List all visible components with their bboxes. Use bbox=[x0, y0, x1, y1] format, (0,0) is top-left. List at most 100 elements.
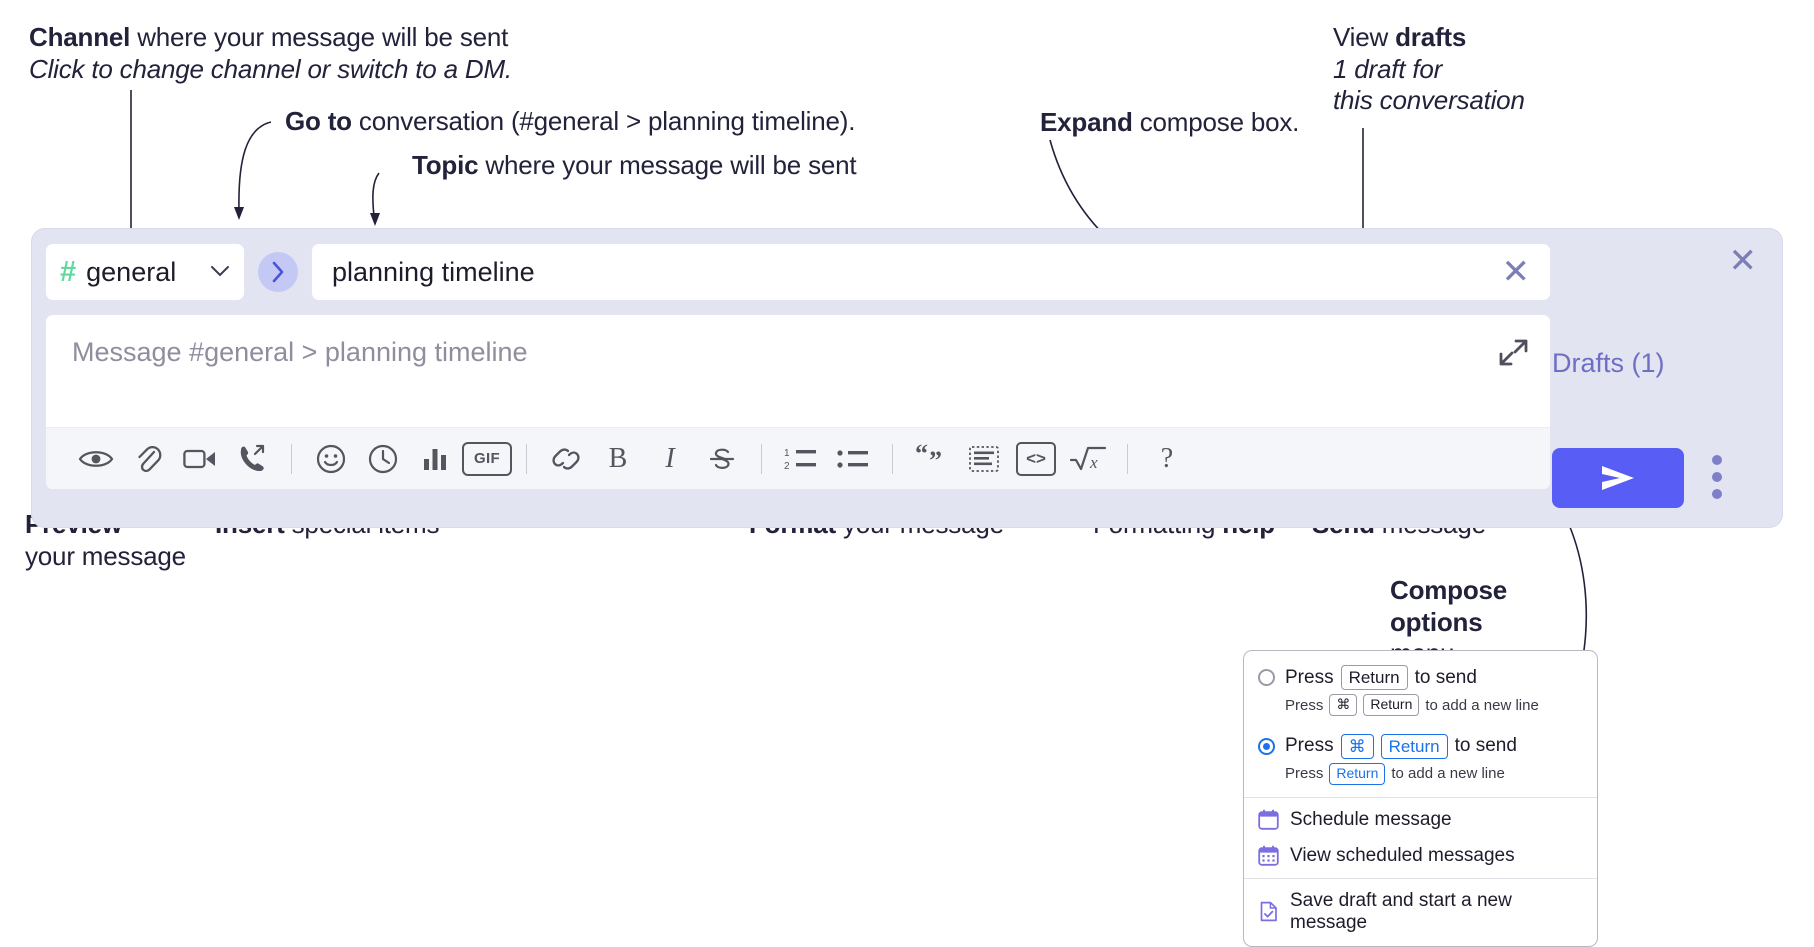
attachment-icon[interactable] bbox=[122, 438, 174, 480]
topic-input[interactable]: planning timeline ✕ bbox=[311, 243, 1551, 301]
key-return: Return bbox=[1340, 665, 1408, 691]
annotation-channel-bold: Channel bbox=[29, 22, 131, 52]
hint-tail: to add a new line bbox=[1391, 765, 1505, 783]
annotation-drafts-lead: View bbox=[1333, 22, 1396, 52]
annotation-compose-options-bold1: Compose bbox=[1390, 575, 1508, 605]
send-option-return[interactable]: Press Return to send bbox=[1244, 651, 1597, 692]
bulleted-list-icon[interactable] bbox=[827, 438, 879, 480]
menu-item-label: Schedule message bbox=[1290, 808, 1452, 830]
send-option-return-hint: Press ⌘ Return to add a new line bbox=[1244, 692, 1597, 724]
kebab-dot bbox=[1712, 455, 1722, 465]
send-button[interactable] bbox=[1552, 448, 1684, 508]
key-return: Return bbox=[1329, 763, 1386, 785]
blockquote-icon[interactable]: “” bbox=[906, 438, 958, 480]
kebab-dot bbox=[1712, 472, 1722, 482]
preview-icon[interactable] bbox=[70, 438, 122, 480]
code-angle-brackets: <> bbox=[1016, 441, 1056, 476]
emoji-icon[interactable] bbox=[305, 438, 357, 480]
svg-text:“: “ bbox=[915, 439, 928, 468]
goto-conversation-button[interactable] bbox=[258, 252, 298, 292]
italic-icon[interactable]: I bbox=[665, 442, 675, 474]
annotation-goto: Go to conversation (#general > planning … bbox=[285, 106, 855, 138]
clock-icon[interactable] bbox=[357, 438, 409, 480]
drafts-link[interactable]: Drafts (1) bbox=[1552, 348, 1665, 378]
to-send-word: to send bbox=[1454, 735, 1517, 757]
menu-divider bbox=[1244, 796, 1597, 798]
annotation-channel-rest: where your message will be sent bbox=[130, 22, 509, 52]
annotation-channel: Channel where your message will be sent … bbox=[29, 22, 512, 85]
annotation-expand-rest: compose box. bbox=[1132, 107, 1300, 137]
gif-label: GIF bbox=[462, 441, 512, 476]
help-label: ? bbox=[1160, 442, 1174, 474]
key-command: ⌘ bbox=[1329, 694, 1358, 716]
annotation-compose-options-bold2: options bbox=[1390, 606, 1483, 637]
bold-icon[interactable]: B bbox=[608, 442, 628, 474]
menu-item-view-scheduled[interactable]: View scheduled messages bbox=[1244, 838, 1597, 874]
annotation-topic-rest: where your message will be sent bbox=[478, 150, 857, 180]
menu-item-label: Save draft and start a new message bbox=[1290, 889, 1512, 933]
math-icon[interactable]: x bbox=[1062, 438, 1114, 480]
annotation-drafts-bold: drafts bbox=[1395, 22, 1467, 52]
channel-name: general bbox=[86, 256, 177, 287]
compose-options-button[interactable] bbox=[1712, 455, 1722, 499]
compose-panel: ✕ # general planning timeline ✕ Message … bbox=[31, 228, 1783, 528]
menu-item-schedule-message[interactable]: Schedule message bbox=[1244, 802, 1597, 838]
annotation-goto-bold: Go to bbox=[285, 106, 352, 136]
strikethrough-icon[interactable] bbox=[696, 438, 748, 480]
annotation-drafts-sub1: 1 draft for bbox=[1333, 53, 1443, 84]
chevron-right-icon bbox=[272, 261, 284, 283]
help-icon[interactable]: ? bbox=[1141, 438, 1193, 480]
press-word: Press bbox=[1285, 735, 1334, 757]
annotation-topic: Topic where your message will be sent bbox=[412, 150, 857, 182]
code-icon[interactable]: <> bbox=[1010, 438, 1062, 480]
expand-icon[interactable] bbox=[1498, 337, 1528, 367]
message-placeholder: Message #general > planning timeline bbox=[72, 337, 528, 367]
send-paper-plane-icon bbox=[1602, 466, 1634, 490]
svg-text:”: ” bbox=[929, 446, 942, 475]
annotation-preview-sub: your message bbox=[25, 540, 186, 571]
menu-divider bbox=[1244, 877, 1597, 879]
key-return: Return bbox=[1363, 694, 1420, 716]
radio-unselected-icon[interactable] bbox=[1258, 669, 1275, 687]
link-icon[interactable] bbox=[540, 438, 592, 480]
send-option-cmd-return-hint: Press Return to add a new line bbox=[1244, 761, 1597, 793]
press-word: Press bbox=[1285, 666, 1334, 688]
annotation-goto-rest: conversation (#general > planning timeli… bbox=[351, 106, 856, 136]
radio-selected-icon[interactable] bbox=[1258, 737, 1275, 755]
compose-inner: # general planning timeline ✕ Message #g… bbox=[45, 242, 1551, 490]
annotation-drafts: View drafts 1 draft for this conversatio… bbox=[1333, 22, 1525, 117]
hint-tail: to add a new line bbox=[1425, 696, 1539, 714]
video-icon[interactable] bbox=[174, 438, 226, 480]
menu-item-label: View scheduled messages bbox=[1290, 844, 1515, 866]
draft-check-icon bbox=[1260, 901, 1277, 922]
to-send-word: to send bbox=[1414, 666, 1477, 688]
code-block-icon[interactable] bbox=[958, 438, 1010, 480]
annotation-expand: Expand compose box. bbox=[1040, 107, 1299, 139]
message-input-area[interactable]: Message #general > planning timeline bbox=[45, 314, 1551, 490]
press-word: Press bbox=[1285, 696, 1324, 714]
annotation-topic-bold: Topic bbox=[412, 150, 479, 180]
annotation-drafts-sub2: this conversation bbox=[1333, 85, 1525, 116]
panel-close-icon[interactable]: ✕ bbox=[1728, 242, 1758, 280]
channel-selector[interactable]: # general bbox=[45, 243, 245, 301]
compose-options-menu: Press Return to send Press ⌘ Return to a… bbox=[1243, 650, 1598, 947]
svg-text:x: x bbox=[1089, 453, 1098, 472]
send-option-cmd-return-label: Press ⌘ Return to send bbox=[1285, 733, 1517, 759]
send-option-return-label: Press Return to send bbox=[1285, 665, 1477, 691]
svg-text:1: 1 bbox=[784, 448, 790, 459]
gif-icon[interactable]: GIF bbox=[461, 438, 513, 480]
poll-icon[interactable] bbox=[409, 438, 461, 480]
close-icon[interactable]: ✕ bbox=[1501, 253, 1531, 291]
toolbar-separator bbox=[291, 443, 292, 474]
menu-item-save-draft[interactable]: Save draft and start a new message bbox=[1244, 883, 1597, 946]
send-option-cmd-return[interactable]: Press ⌘ Return to send bbox=[1244, 724, 1597, 761]
compose-header-row: # general planning timeline ✕ bbox=[45, 242, 1551, 302]
toolbar-separator bbox=[1127, 443, 1128, 474]
audio-call-icon[interactable] bbox=[226, 438, 278, 480]
annotation-channel-sub: Click to change channel or switch to a D… bbox=[29, 53, 512, 84]
topic-value: planning timeline bbox=[332, 256, 535, 287]
toolbar-separator bbox=[892, 443, 893, 474]
press-word: Press bbox=[1285, 765, 1324, 783]
